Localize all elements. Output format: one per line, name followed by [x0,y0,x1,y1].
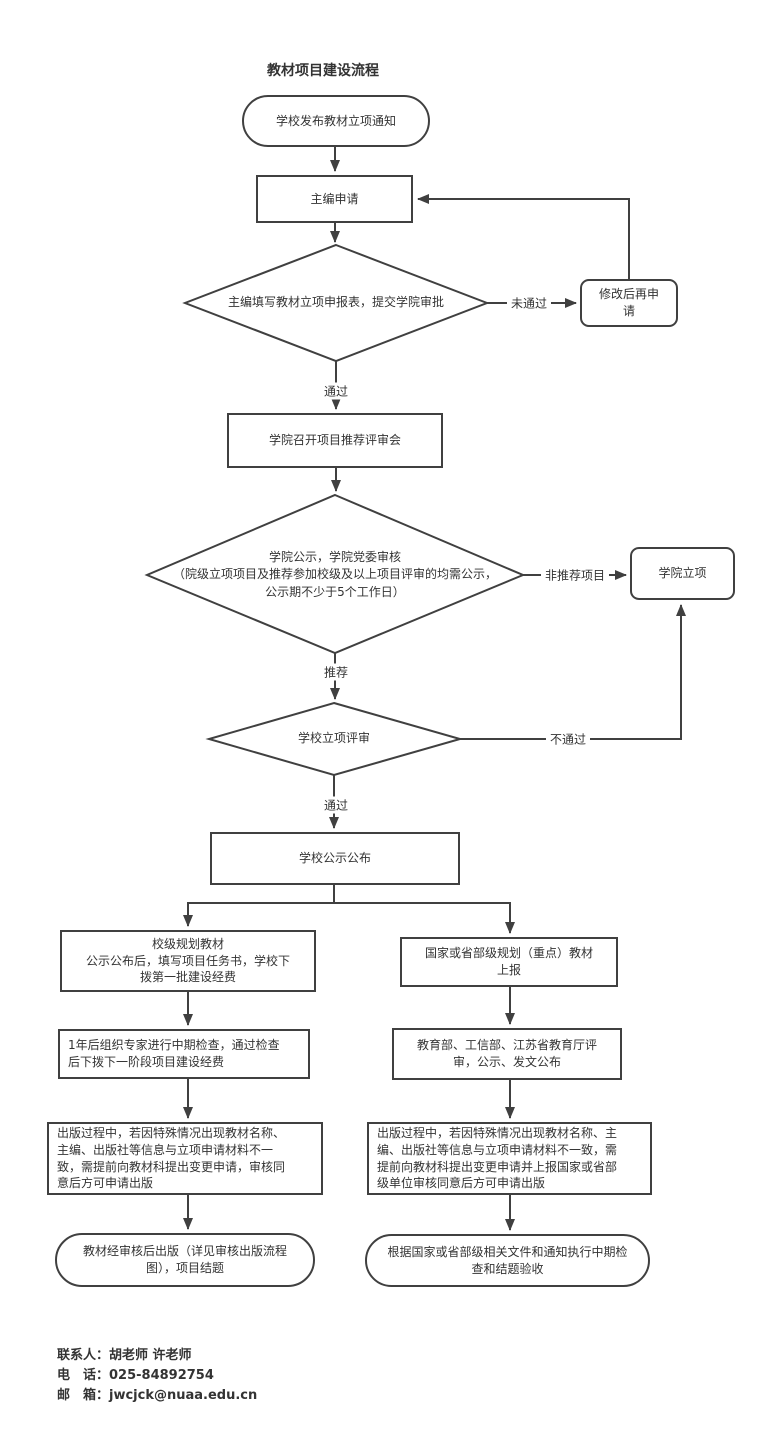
edge-label-recommended: 推荐 [319,663,353,681]
edge-label-non-recommended: 非推荐项目 [540,566,610,584]
node-publish-end: 教材经审核后出版（详见审核出版流程 图），项目结题 [55,1233,315,1287]
node-ministry-review: 教育部、工信部、江苏省教育厅评 审，公示、发文公布 [392,1028,622,1080]
node-college-project: 学院立项 [630,547,735,600]
node-national-textbook: 国家或省部级规划（重点）教材 上报 [400,937,618,987]
contact-phone: 电 话：025-84892754 [57,1368,214,1383]
node-national-end: 根据国家或省部级相关文件和通知执行中期检 查和结题验收 [365,1234,650,1287]
node-school-level-textbook: 校级规划教材 公示公布后，填写项目任务书，学校下 拨第一批建设经费 [60,930,316,992]
node-college-meeting: 学院召开项目推荐评审会 [227,413,443,468]
decision-college-approval [182,243,490,363]
node-school-publicity: 学校公示公布 [210,832,460,885]
edge-reapply-loop [417,194,630,279]
edge-label-passed-1: 通过 [319,382,353,400]
contact-person: 联系人：胡老师 许老师 [57,1348,192,1363]
edge-label-passed-2: 通过 [319,796,353,814]
node-midterm-check: 1年后组织专家进行中期检查，通过检查 后下拨下一阶段项目建设经费 [58,1029,310,1079]
node-chief-apply: 主编申请 [256,175,413,223]
node-change-request-national: 出版过程中，若因特殊情况出现教材名称、主 编、出版社等信息与立项申请材料不一致，… [367,1122,652,1195]
decision-college-publicity [144,493,526,655]
edge-label-failed: 不通过 [545,730,591,748]
node-change-request-school: 出版过程中，若因特殊情况出现教材名称、 主编、出版社等信息与立项申请材料不一 致… [47,1122,323,1195]
decision-school-review [205,701,464,777]
edge-label-not-passed: 未通过 [506,294,552,312]
contact-email: 邮 箱：jwcjck@nuaa.edu.cn [57,1388,258,1403]
edge-failed [460,604,686,740]
node-start: 学校发布教材立项通知 [242,95,430,147]
contact-info: 联系人：胡老师 许老师 电 话：025-84892754 邮 箱：jwcjck@… [57,1346,257,1406]
node-revise-reapply: 修改后再申 请 [580,279,678,327]
page-title: 教材项目建设流程 [267,63,379,79]
